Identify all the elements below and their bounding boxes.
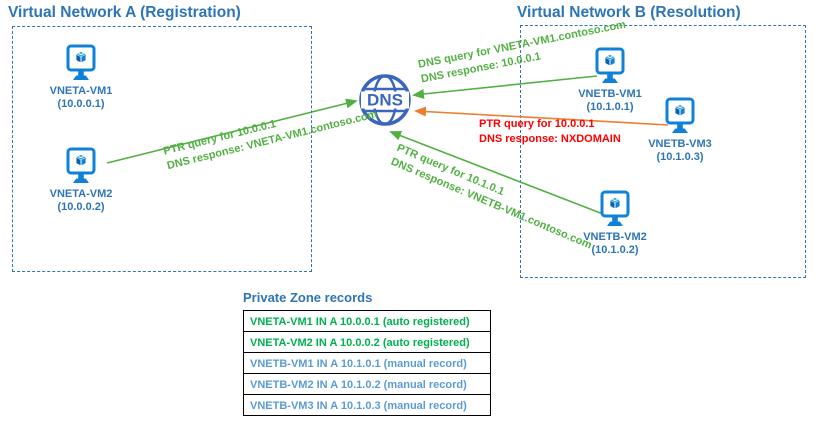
- record-row: VNETB-VM3 IN A 10.1.0.3 (manual record): [243, 394, 491, 416]
- vm-vnetb-vm3: VNETB-VM3 (10.1.0.3): [635, 97, 725, 163]
- records-table-title: Private Zone records: [243, 290, 373, 305]
- vm-name: VNETB-VM3: [648, 138, 712, 150]
- vm-name: VNETA-VM2: [49, 188, 113, 200]
- network-b-title: Virtual Network B (Resolution): [517, 4, 741, 21]
- private-zone-records: Private Zone records VNETA-VM1 IN A 10.0…: [243, 290, 491, 416]
- vm-icon: [66, 147, 96, 183]
- record-row: VNETA-VM2 IN A 10.0.0.2 (auto registered…: [243, 331, 491, 353]
- dns-server-icon: DNS: [359, 74, 411, 126]
- record-row: VNETB-VM2 IN A 10.1.0.2 (manual record): [243, 373, 491, 395]
- vm-ip: (10.1.0.3): [656, 150, 704, 163]
- vm-name: VNETB-VM2: [583, 231, 647, 243]
- vm-name: VNETA-VM1: [49, 85, 113, 97]
- vm-icon: [600, 190, 630, 226]
- vm-ip: (10.0.0.2): [57, 200, 105, 213]
- query-line: PTR query for 10.0.0.1: [479, 118, 595, 130]
- network-a-title: Virtual Network A (Registration): [8, 4, 241, 21]
- vm-vneta-vm1: VNETA-VM1 (10.0.0.1): [36, 44, 126, 110]
- label-ptr-query-nxdomain: PTR query for 10.0.0.1 DNS response: NXD…: [479, 117, 621, 147]
- vm-ip: (10.0.0.1): [57, 97, 105, 110]
- response-line: DNS response: NXDOMAIN: [479, 133, 621, 145]
- dns-label: DNS: [367, 91, 403, 110]
- vm-icon: [595, 47, 625, 83]
- vm-ip: (10.1.0.2): [591, 243, 639, 256]
- record-row: VNETA-VM1 IN A 10.0.0.1 (auto registered…: [243, 310, 491, 332]
- vm-ip: (10.1.0.1): [586, 100, 634, 113]
- record-row: VNETB-VM1 IN A 10.1.0.1 (manual record): [243, 352, 491, 374]
- vm-vneta-vm2: VNETA-VM2 (10.0.0.2): [36, 147, 126, 213]
- vm-icon: [66, 44, 96, 80]
- vm-vnetb-vm2: VNETB-VM2 (10.1.0.2): [570, 190, 660, 256]
- vm-icon: [665, 97, 695, 133]
